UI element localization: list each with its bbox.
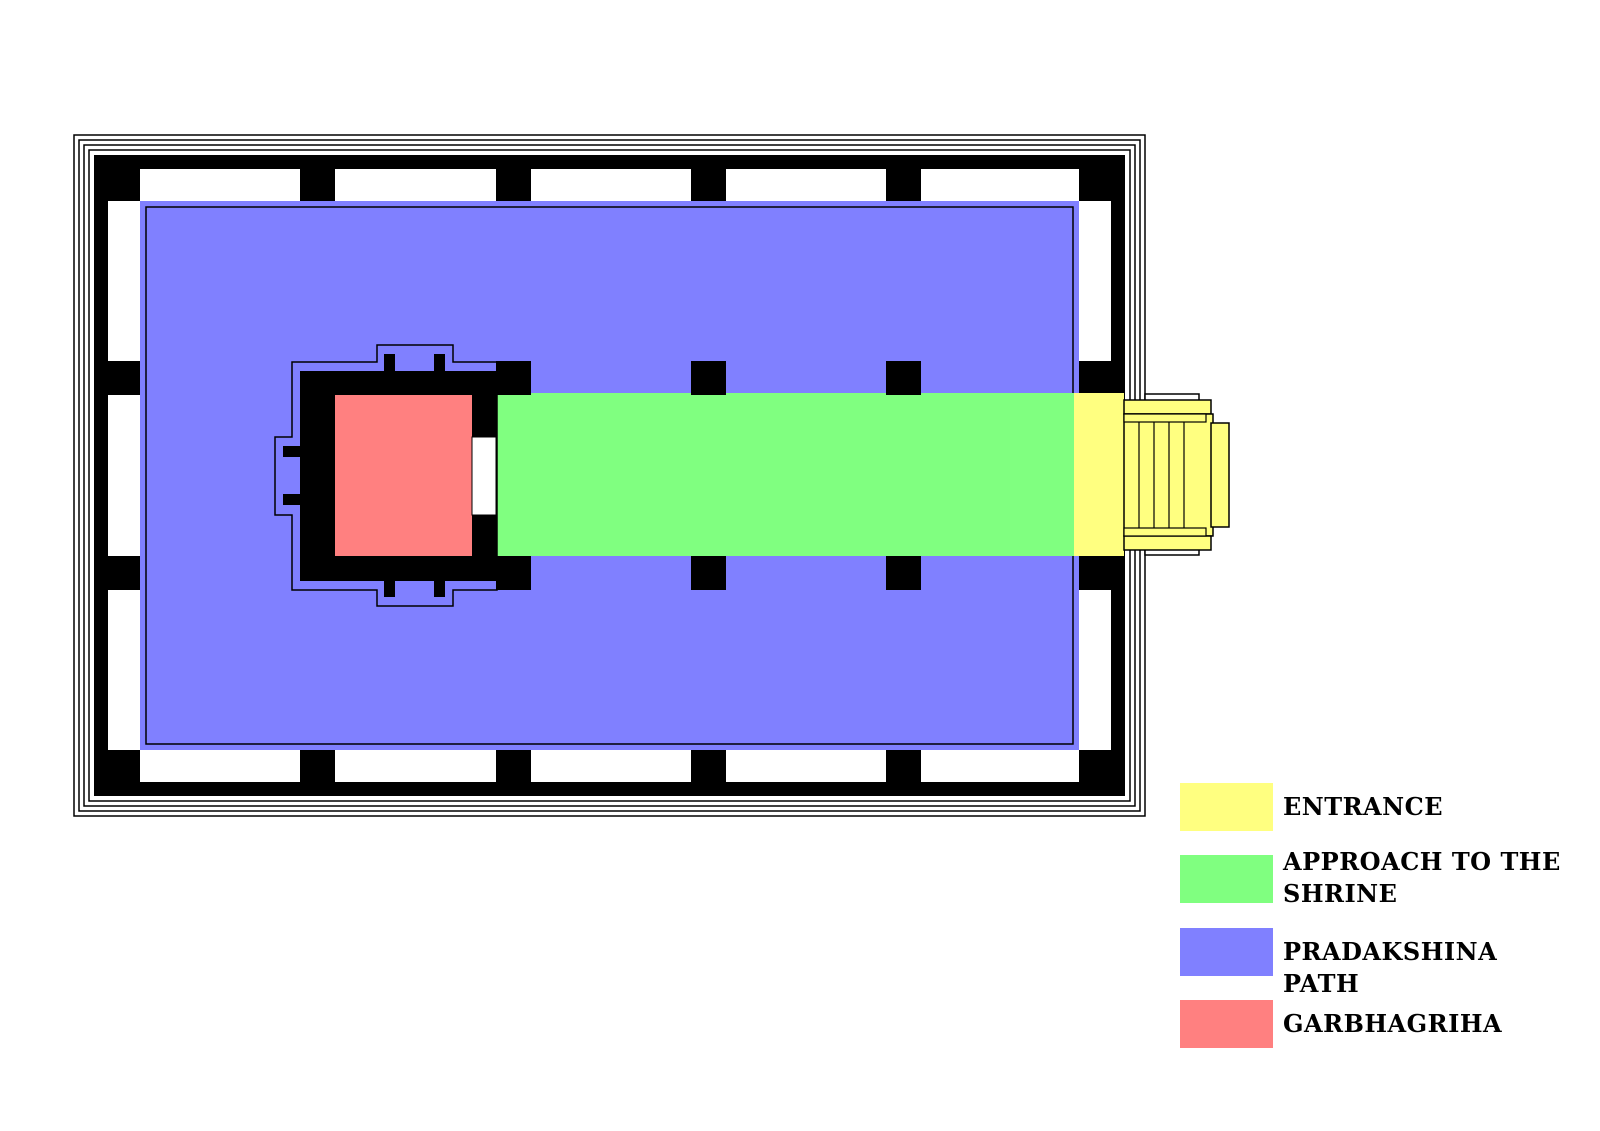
shrine-outline: [274, 344, 498, 607]
legend-label-garbhagriha: GARBHAGRIHA: [1283, 1009, 1503, 1038]
outer-pillars: [108, 169, 1111, 782]
legend-swatch-approach: [1180, 855, 1273, 903]
mandapa-pillars: [496, 361, 921, 590]
entrance: [1074, 393, 1230, 556]
legend-swatch-garbhagriha: [1180, 1000, 1273, 1048]
legend-label-approach: APPROACH TO THE SHRINE: [1283, 847, 1561, 908]
legend-label-pradakshina: PRADAKSHINA PATH: [1283, 937, 1498, 998]
garbhagriha: [335, 395, 472, 556]
shrine-doorway: [471, 436, 497, 516]
legend-swatch-entrance: [1180, 783, 1273, 831]
legend-swatch-pradakshina: [1180, 928, 1273, 976]
legend-label-entrance: ENTRANCE: [1283, 792, 1443, 821]
approach-to-shrine: [497, 393, 1074, 556]
